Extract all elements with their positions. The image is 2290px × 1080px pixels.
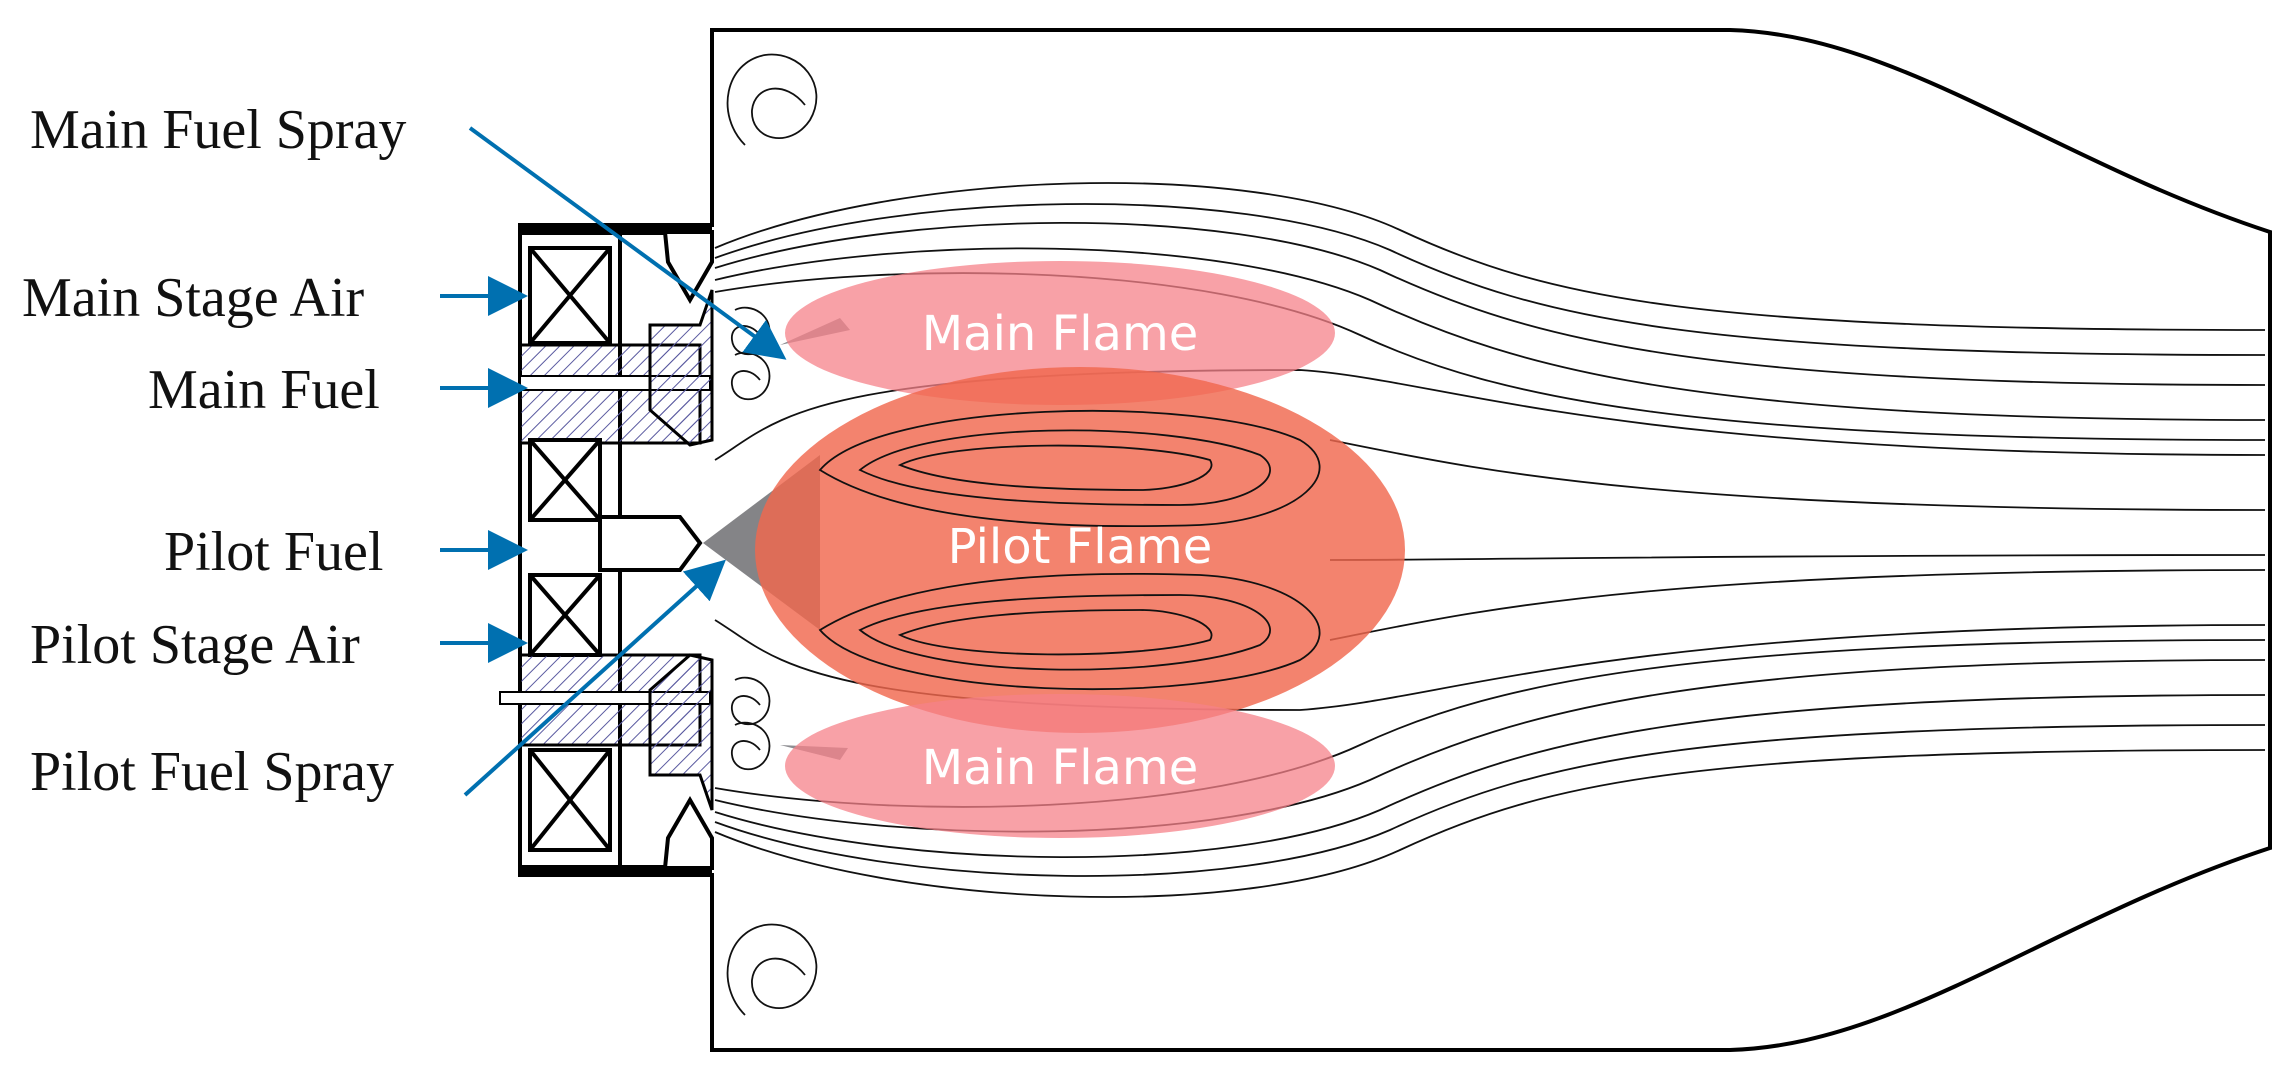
main-stage-air-label: Main Stage Air — [22, 267, 365, 329]
pilot-flame-label: Pilot Flame — [948, 519, 1213, 575]
main-fuel-spray-label: Main Fuel Spray — [30, 99, 406, 161]
main-flame-top — [785, 261, 1335, 405]
small-vortex-upper — [731, 306, 771, 401]
recirculation-vortex-top-left — [726, 53, 818, 146]
main-flame-top-label: Main Flame — [922, 306, 1199, 362]
pilot-stage-air-label: Pilot Stage Air — [30, 614, 360, 676]
main-fuel-spray-arrow — [468, 126, 787, 360]
pilot-recirculation-loops — [818, 409, 1321, 691]
pilot-fuel-spray-label: Pilot Fuel Spray — [30, 741, 394, 803]
pilot-fuel-label: Pilot Fuel — [164, 521, 383, 583]
pilot-fuel-spray-arrow — [463, 559, 726, 797]
recirculation-vortex-bottom-left — [726, 923, 818, 1016]
main-flame-bottom — [785, 694, 1335, 838]
main-flame-bottom-label: Main Flame — [922, 740, 1199, 796]
callout-arrows — [440, 126, 787, 797]
injector-assembly — [499, 223, 714, 877]
small-vortex-lower — [731, 676, 771, 771]
combustor-liner — [518, 28, 2272, 1052]
main-fuel-label: Main Fuel — [148, 359, 380, 421]
